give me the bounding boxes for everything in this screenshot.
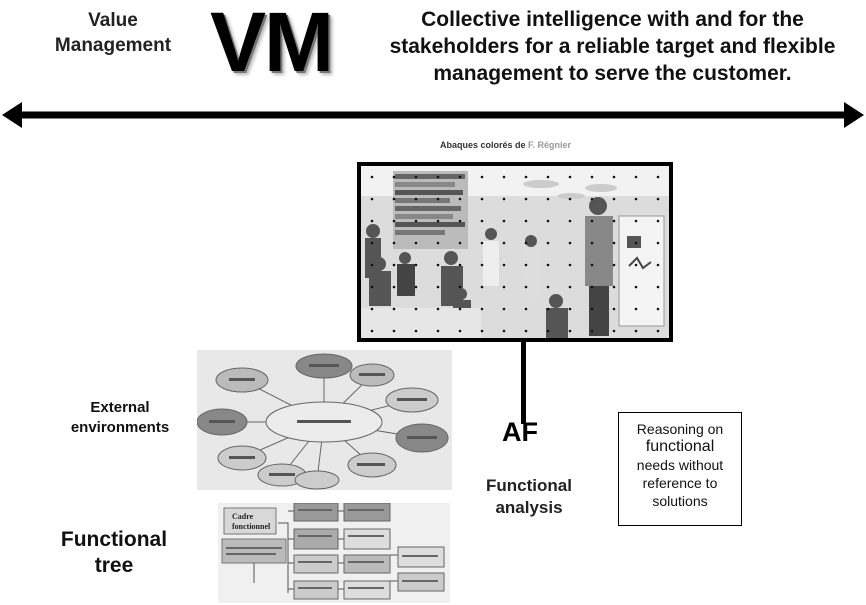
reason-line-4: reference to — [642, 475, 718, 491]
reasoning-box: Reasoning on functional needs without re… — [618, 412, 742, 526]
tagline-line-1: Collective intelligence with and for the — [421, 8, 804, 31]
photo-caption: Abaques colorés de F. Régnier — [440, 140, 571, 150]
functional-tree-label: Functional tree — [45, 527, 183, 579]
reason-line-5: solutions — [652, 493, 708, 509]
ext-label-line-1: External — [90, 399, 150, 416]
reason-line-3: needs without — [636, 457, 724, 473]
ftree-label-line-2: tree — [94, 554, 134, 577]
af-abbreviation: AF — [502, 417, 538, 447]
tagline-line-2: stakeholders for a reliable target and f… — [389, 35, 836, 58]
fa-label-line-2: analysis — [495, 498, 563, 517]
workshop-photo-icon — [361, 166, 669, 338]
reason-line-2: functional — [645, 438, 715, 455]
vm-abbreviation: VM — [210, 0, 334, 89]
external-environments-diagram-icon — [197, 350, 452, 490]
functional-analysis-label: Functional analysis — [470, 475, 588, 519]
tree-root-line-2: fonctionnel — [232, 522, 271, 531]
ftree-label-line-1: Functional — [60, 528, 168, 551]
tree-root-line-1: Cadre — [232, 512, 254, 521]
vm-tagline: Collective intelligence with and for the… — [355, 6, 866, 87]
team-workshop-photo — [357, 162, 673, 342]
value-management-label: Value Management — [38, 8, 188, 58]
external-environments-label: External environments — [45, 398, 195, 438]
caption-main: Abaques colorés de — [440, 140, 529, 150]
fa-label-line-1: Functional — [486, 476, 572, 495]
vm-label-line-2: Management — [54, 35, 172, 56]
ext-label-line-2: environments — [70, 419, 170, 436]
functional-tree-diagram-icon: Cadre fonctionnel — [218, 503, 450, 603]
vertical-connector — [521, 342, 526, 424]
double-arrow-icon — [2, 102, 864, 128]
vm-label-line-1: Value — [88, 10, 138, 31]
caption-author: F. Régnier — [528, 140, 572, 150]
tagline-line-3: management to serve the customer. — [433, 62, 792, 85]
reason-line-1: Reasoning on — [636, 421, 724, 437]
